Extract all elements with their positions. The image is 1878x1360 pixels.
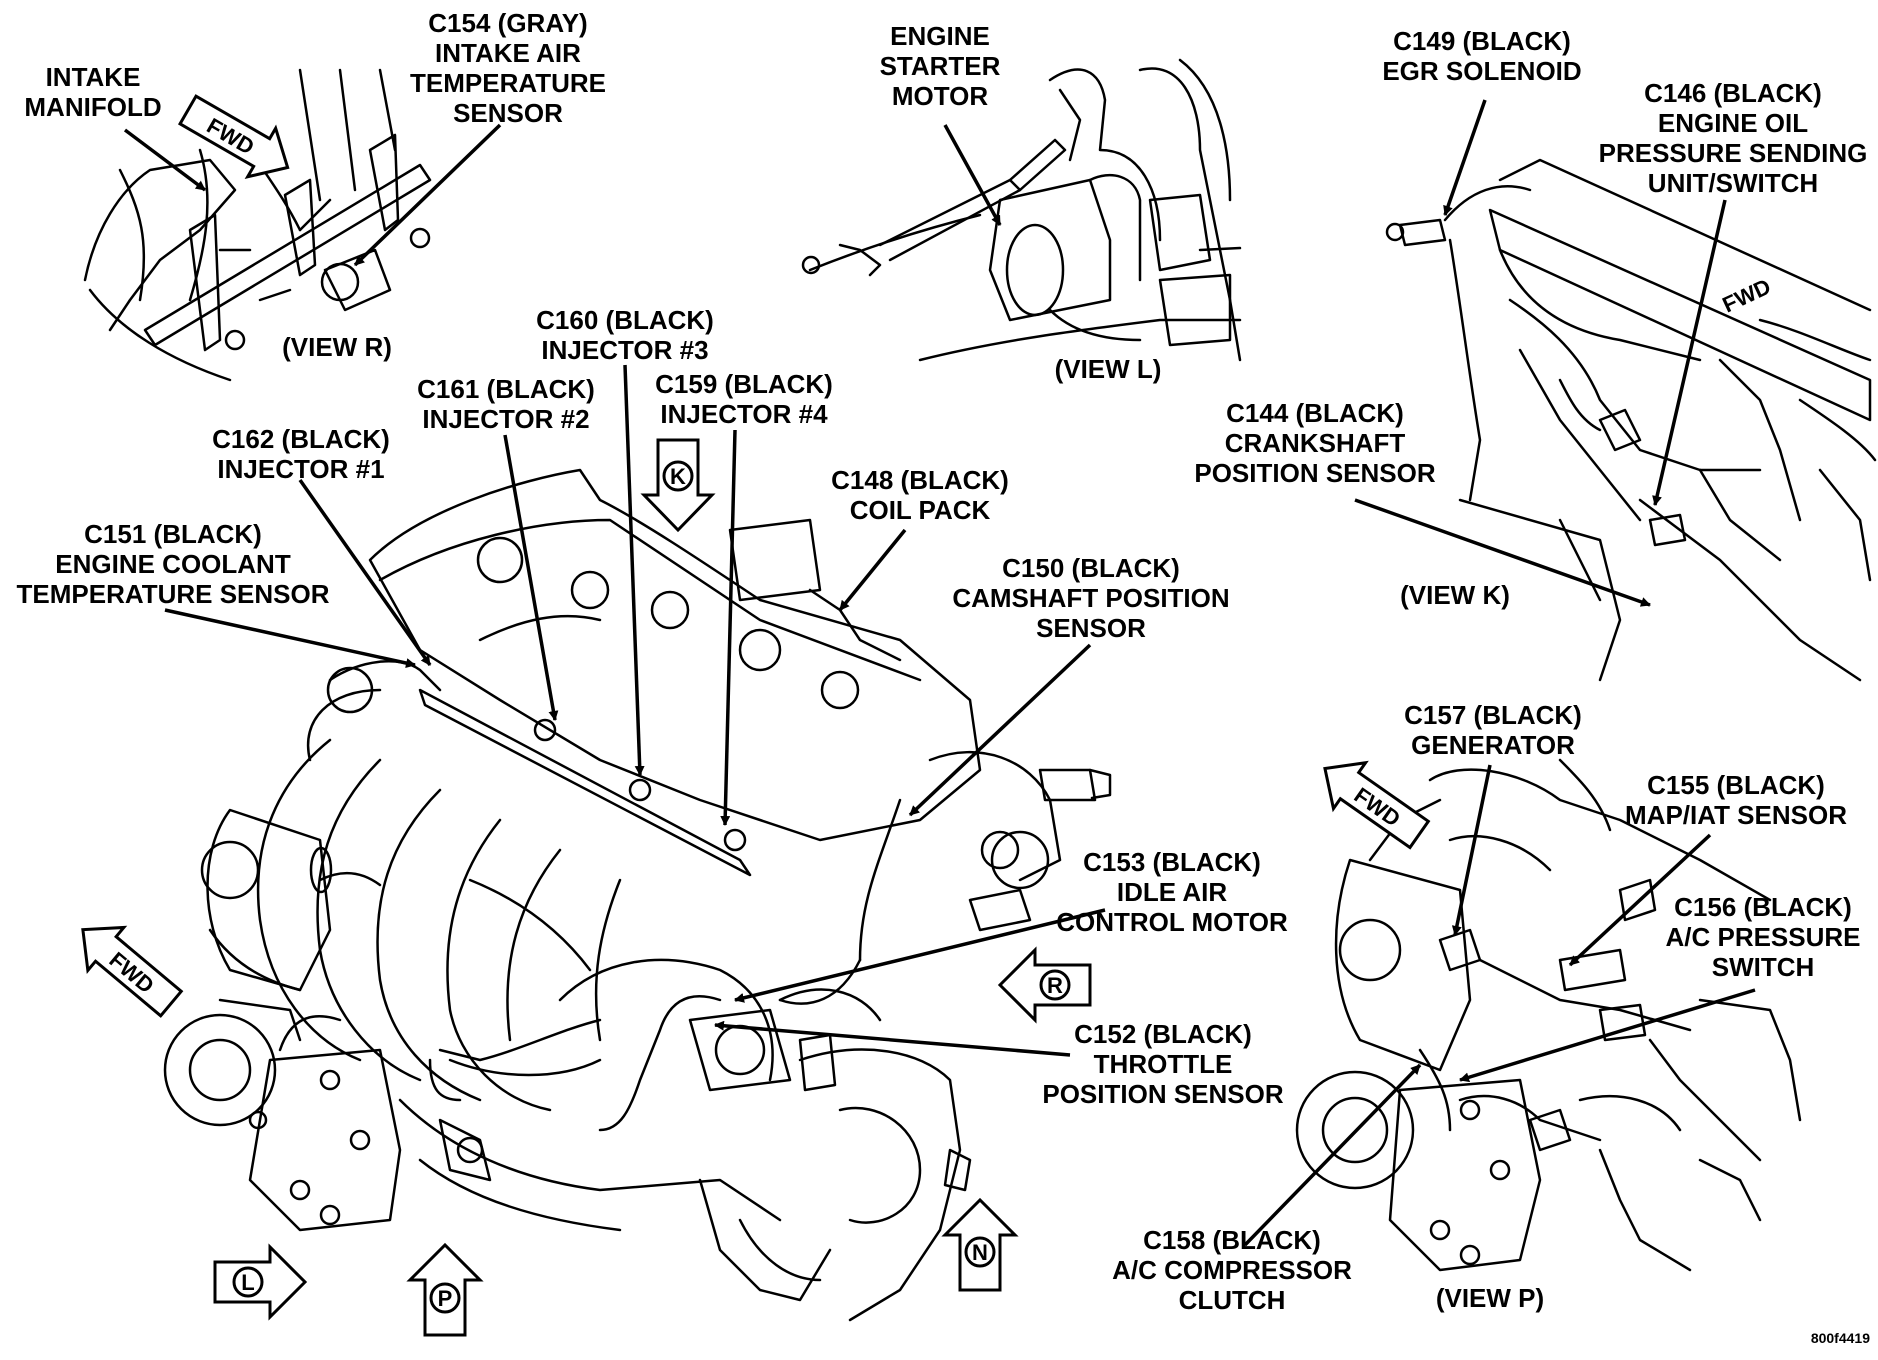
view-marker-r: R — [997, 946, 1092, 1024]
view-l-drawing — [801, 58, 1242, 362]
view-label-k: (VIEW K) — [1400, 580, 1510, 610]
leader-c160 — [623, 364, 645, 776]
leader-starter — [943, 124, 1002, 226]
leader-c161 — [503, 434, 559, 721]
view-p-drawing — [1295, 758, 1802, 1272]
leader-c157 — [1451, 764, 1492, 936]
leader-c156 — [1459, 988, 1756, 1083]
leader-c148 — [838, 528, 907, 612]
view-marker-k: K — [640, 438, 716, 533]
leader-c149 — [1443, 99, 1487, 216]
figure-number: 800f4419 — [1810, 1330, 1870, 1346]
leader-c159 — [720, 429, 737, 826]
svg-text:K: K — [670, 464, 686, 489]
leader-c155 — [1568, 833, 1712, 967]
leader-c144 — [1354, 498, 1651, 607]
leader-lines — [123, 99, 1756, 1247]
leader-c158 — [1243, 1063, 1422, 1247]
leader-c146 — [1652, 199, 1727, 506]
view-marker-n: N — [941, 1197, 1019, 1292]
leader-c151 — [164, 608, 416, 668]
callout-c161: C161 (BLACK)INJECTOR #2 — [417, 374, 595, 434]
view-marker-l: L — [213, 1243, 308, 1321]
main-engine-drawing — [163, 468, 1112, 1322]
callout-c157: C157 (BLACK)GENERATOR — [1404, 700, 1582, 760]
view-label-p: (VIEW P) — [1435, 1283, 1545, 1313]
callout-c149: C149 (BLACK)EGR SOLENOID — [1382, 26, 1582, 86]
callout-c159: C159 (BLACK)INJECTOR #4 — [655, 369, 833, 429]
svg-text:R: R — [1047, 973, 1063, 998]
svg-text:P: P — [438, 1286, 453, 1311]
svg-text:FWD: FWD — [1719, 274, 1775, 318]
callout-c155: C155 (BLACK)MAP/IAT SENSOR — [1625, 770, 1847, 830]
svg-text:N: N — [972, 1240, 988, 1265]
callout-c160: C160 (BLACK)INJECTOR #3 — [536, 305, 714, 365]
fwd-arrow-main: FWD — [81, 925, 184, 1018]
callout-c148: C148 (BLACK)COIL PACK — [831, 465, 1009, 525]
view-marker-p: P — [406, 1242, 484, 1337]
leader-c150 — [908, 643, 1092, 817]
fwd-arrow-view-r: FWD — [177, 94, 290, 179]
view-label-r: (VIEW R) — [282, 332, 392, 362]
view-markers: K R L P N — [213, 438, 1092, 1337]
leader-c162 — [298, 478, 432, 667]
leader-c152 — [714, 1020, 1071, 1057]
view-label-l: (VIEW L) — [1054, 354, 1162, 384]
leader-intake-manifold — [123, 128, 207, 192]
fwd-arrow-view-k: FWD — [1719, 274, 1775, 318]
leader-c153 — [734, 908, 1106, 1003]
view-r-drawing — [83, 68, 432, 382]
svg-text:L: L — [241, 1270, 254, 1295]
fwd-arrow-view-p: FWD — [1323, 760, 1431, 850]
callout-c162: C162 (BLACK)INJECTOR #1 — [212, 424, 390, 484]
leader-c154 — [353, 123, 502, 267]
